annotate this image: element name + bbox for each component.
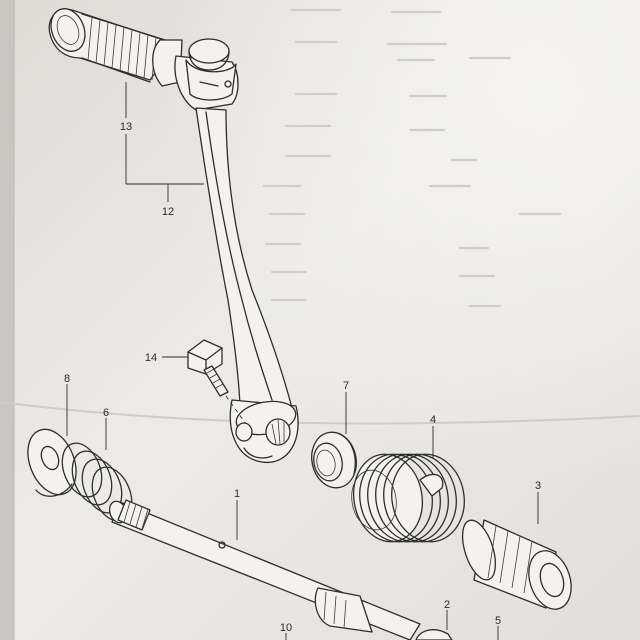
part-1-shaft <box>108 499 453 640</box>
part-14-bolt <box>187 339 247 425</box>
part-12-kick-lever <box>174 38 299 463</box>
part-6-spring <box>61 442 133 522</box>
part-4-torsion-spring <box>351 453 465 543</box>
callout-3: 3 <box>535 480 541 492</box>
leader-lines <box>66 82 539 640</box>
callout-7: 7 <box>343 380 349 392</box>
callout-14: 14 <box>145 352 157 364</box>
callout-6: 6 <box>103 407 109 419</box>
binding-shadow <box>0 0 14 640</box>
callout-2: 2 <box>444 599 450 611</box>
part-3-sleeve <box>461 519 572 610</box>
part-8-washer <box>27 428 77 497</box>
callout-1: 1 <box>234 488 240 500</box>
callout-labels: 13 12 14 8 7 6 4 3 1 2 5 10 <box>64 121 541 634</box>
callout-10: 10 <box>280 622 292 634</box>
callout-4: 4 <box>430 414 436 426</box>
callout-5: 5 <box>495 615 501 627</box>
part-7-seal <box>311 431 357 489</box>
callout-13: 13 <box>120 121 132 133</box>
callout-12: 12 <box>162 206 174 218</box>
callout-8: 8 <box>64 373 70 385</box>
show-through-text <box>262 8 562 308</box>
